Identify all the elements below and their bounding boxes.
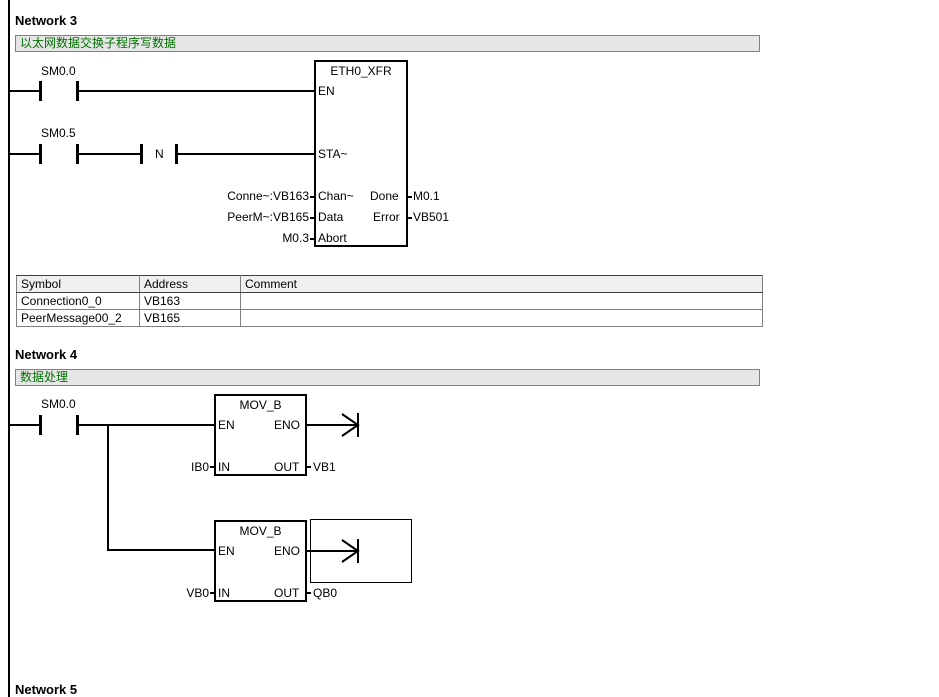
eno-arrow-icon-2	[341, 539, 360, 563]
network3-title[interactable]: Network 3	[15, 13, 78, 28]
contact-sm05-left[interactable]	[39, 144, 42, 164]
contact-sm00-left[interactable]	[39, 81, 42, 101]
mov2-pin-eno: ENO	[274, 544, 301, 558]
network4-comment[interactable]: 数据处理	[15, 369, 760, 386]
mov1-out-value[interactable]: VB1	[313, 460, 336, 474]
address-header[interactable]: Address	[139, 275, 241, 293]
mov-b-title-1: MOV_B	[239, 398, 282, 412]
network5-title[interactable]: Network 5	[15, 682, 78, 697]
eno-arrow-icon-1	[341, 413, 360, 437]
eth0-error-value[interactable]: VB501	[413, 210, 450, 224]
eth0-pin-chan: Chan~	[318, 189, 354, 203]
eth0-pin-data: Data	[318, 210, 344, 224]
mov2-in-value[interactable]: VB0	[186, 586, 209, 600]
mov1-pin-en: EN	[218, 418, 235, 432]
address-cell[interactable]: VB165	[139, 309, 241, 327]
eth0-chan-value[interactable]: Conne~:VB163	[227, 189, 309, 203]
table-row[interactable]: Connection0_0 VB163	[16, 292, 763, 310]
eth0-xfr-block[interactable]: ETH0_XFR	[314, 60, 408, 247]
mov-b-block-2[interactable]: MOV_B	[214, 520, 307, 602]
power-rail	[8, 0, 10, 697]
symbol-cell[interactable]: Connection0_0	[16, 292, 140, 310]
mov2-pin-in: IN	[218, 586, 230, 600]
contact-sm05-right[interactable]	[76, 144, 79, 164]
table-row[interactable]: PeerMessage00_2 VB165	[16, 309, 763, 327]
address-cell[interactable]: VB163	[139, 292, 241, 310]
eth0-xfr-title: ETH0_XFR	[330, 64, 392, 78]
eth0-pin-sta: STA~	[318, 147, 348, 161]
contact-sm00-right[interactable]	[76, 81, 79, 101]
mov-b-block-1[interactable]: MOV_B	[214, 394, 307, 476]
n-transition-left[interactable]	[140, 144, 143, 164]
mov2-out-value[interactable]: QB0	[313, 586, 338, 600]
mov1-pin-eno: ENO	[274, 418, 301, 432]
mov1-pin-in: IN	[218, 460, 230, 474]
eth0-pin-abort: Abort	[318, 231, 347, 245]
mov2-pin-out: OUT	[274, 586, 300, 600]
eth0-abort-value[interactable]: M0.3	[282, 231, 309, 245]
comment-cell[interactable]	[240, 292, 763, 310]
network3-comment[interactable]: 以太网数据交换子程序写数据	[15, 35, 760, 52]
mov1-in-value[interactable]: IB0	[190, 460, 209, 474]
network4-title[interactable]: Network 4	[15, 347, 78, 362]
eth0-done-value[interactable]: M0.1	[413, 189, 440, 203]
comment-header[interactable]: Comment	[240, 275, 763, 293]
eth0-pin-error: Error	[373, 210, 400, 224]
contact-sm00-label: SM0.0	[41, 64, 76, 78]
mov2-pin-en: EN	[218, 544, 235, 558]
eth0-pin-en: EN	[318, 84, 335, 98]
contact-n4-sm00-right[interactable]	[76, 415, 79, 435]
contact-sm05-label: SM0.5	[41, 126, 76, 140]
contact-n4-sm00-left[interactable]	[39, 415, 42, 435]
mov1-pin-out: OUT	[274, 460, 300, 474]
n-transition-label: N	[155, 147, 164, 161]
symbol-header[interactable]: Symbol	[16, 275, 140, 293]
n-transition-right[interactable]	[175, 144, 178, 164]
symbol-cell[interactable]: PeerMessage00_2	[16, 309, 140, 327]
mov-b-title-2: MOV_B	[239, 524, 282, 538]
eth0-pin-done: Done	[370, 189, 399, 203]
symbol-table: Symbol Address Comment Connection0_0 VB1…	[16, 275, 763, 327]
comment-cell[interactable]	[240, 309, 763, 327]
contact-n4-sm00-label: SM0.0	[41, 397, 76, 411]
eth0-data-value[interactable]: PeerM~:VB165	[227, 210, 309, 224]
